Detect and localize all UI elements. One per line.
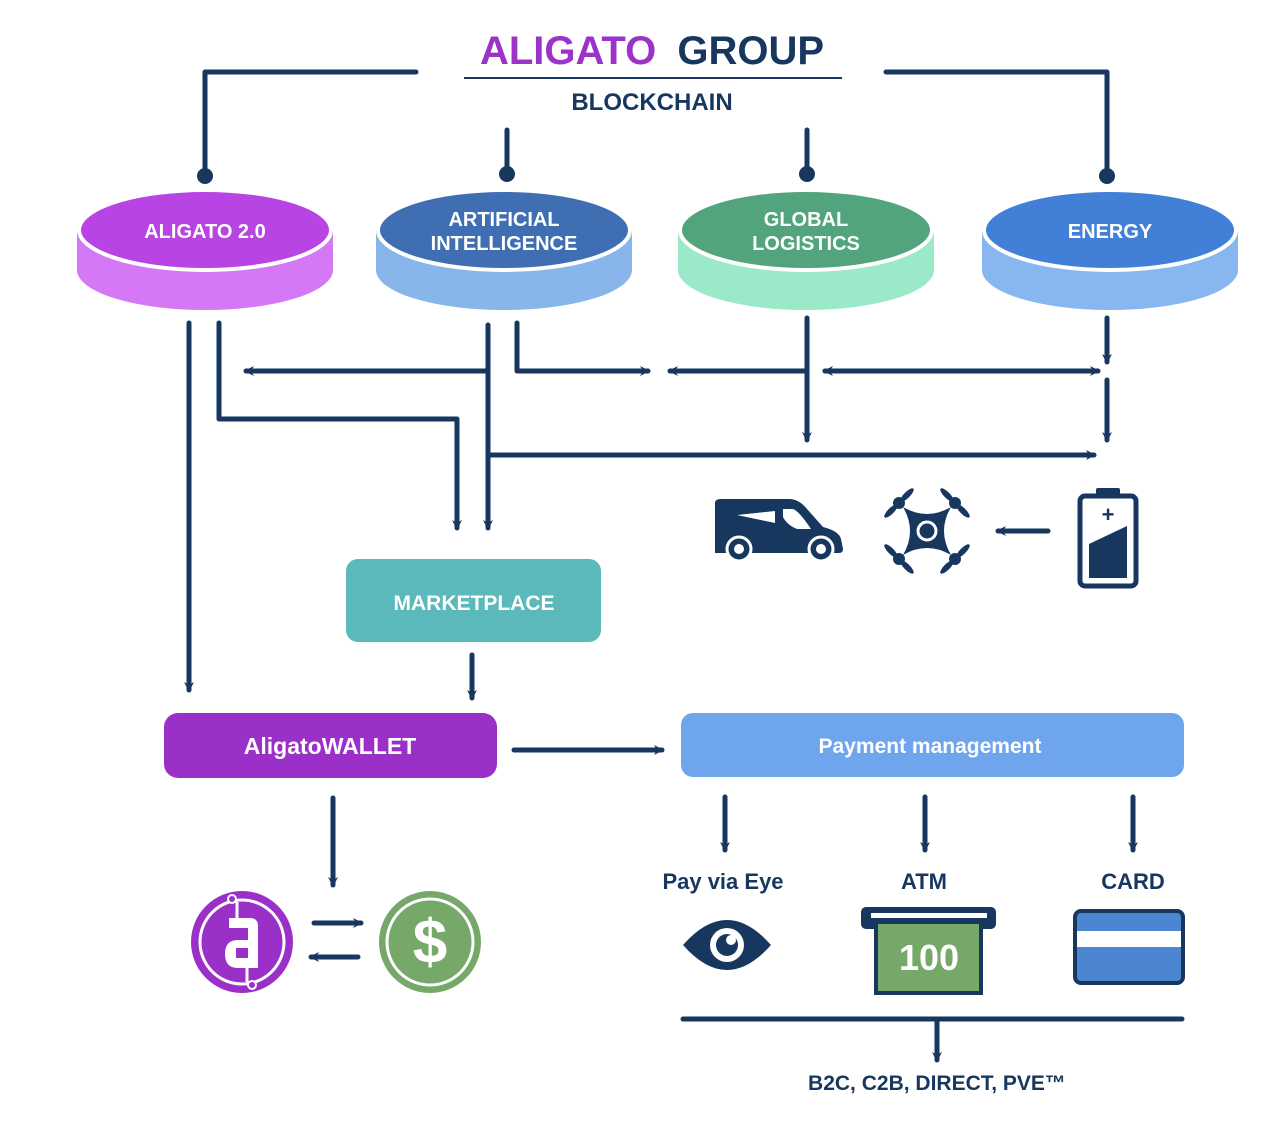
- pillar-label: ENERGY: [1068, 221, 1153, 243]
- dollar-coin-icon: $: [379, 891, 481, 993]
- pillar-aligato-2[interactable]: ALIGATO 2.0: [77, 188, 333, 310]
- atm-label: ATM: [901, 869, 947, 894]
- pillar-label: GLOBAL: [764, 209, 848, 231]
- connector-aligato: [202, 69, 419, 179]
- footer-models: B2C, C2B, DIRECT, PVE™: [808, 1072, 1066, 1095]
- pillar-top: [982, 188, 1238, 272]
- pillar-label: LOGISTICS: [752, 233, 860, 255]
- connector-dots: [197, 166, 1115, 184]
- payment-management-label: Payment management: [819, 735, 1042, 758]
- connector-dot: [799, 166, 815, 182]
- aligato-coin-icon: [191, 891, 293, 993]
- arrow-ai-right: [514, 320, 651, 376]
- eye-icon: [683, 920, 771, 970]
- connector-dot: [1099, 168, 1115, 184]
- dollar-sign: $: [413, 908, 447, 977]
- drone-icon: [884, 488, 970, 574]
- marketplace-label: MARKETPLACE: [394, 592, 555, 615]
- header: ALIGATO GROUP BLOCKCHAIN: [464, 29, 842, 116]
- atm-note-value: 100: [899, 937, 959, 978]
- pillar-label: INTELLIGENCE: [431, 233, 578, 255]
- pillar-top: [376, 188, 632, 272]
- pillar-label: ARTIFICIAL: [448, 209, 559, 231]
- header-title: ALIGATO GROUP: [480, 29, 824, 73]
- credit-card-icon: [1073, 909, 1185, 985]
- connector-dot: [499, 166, 515, 182]
- flow-arrows: [184, 315, 1185, 1063]
- header-title-part1: ALIGATO: [480, 29, 656, 73]
- pillar-top: [77, 188, 333, 272]
- marketplace-box[interactable]: MARKETPLACE: [346, 559, 601, 642]
- connector-dot: [197, 168, 213, 184]
- pillar-top: [678, 188, 934, 272]
- connector-energy: [883, 69, 1110, 179]
- payment-management-box[interactable]: Payment management: [681, 713, 1184, 777]
- top-connectors: [202, 69, 1110, 179]
- pillar-energy[interactable]: ENERGY: [982, 188, 1238, 310]
- arrow-aligato-to-marketplace: [216, 320, 462, 531]
- battery-icon: +: [1077, 488, 1139, 589]
- atm-cash-icon: 100: [861, 907, 996, 995]
- delivery-van-icon: [715, 499, 843, 563]
- header-subtitle: BLOCKCHAIN: [571, 89, 732, 116]
- card-label: CARD: [1101, 869, 1165, 894]
- header-title-part2: GROUP: [677, 29, 824, 73]
- pay-via-eye-label: Pay via Eye: [662, 869, 783, 894]
- wallet-box[interactable]: AligatoWALLET: [164, 713, 497, 778]
- pillar-label: ALIGATO 2.0: [144, 221, 266, 243]
- wallet-label: AligatoWALLET: [244, 733, 416, 759]
- battery-plus-sign: +: [1102, 502, 1115, 527]
